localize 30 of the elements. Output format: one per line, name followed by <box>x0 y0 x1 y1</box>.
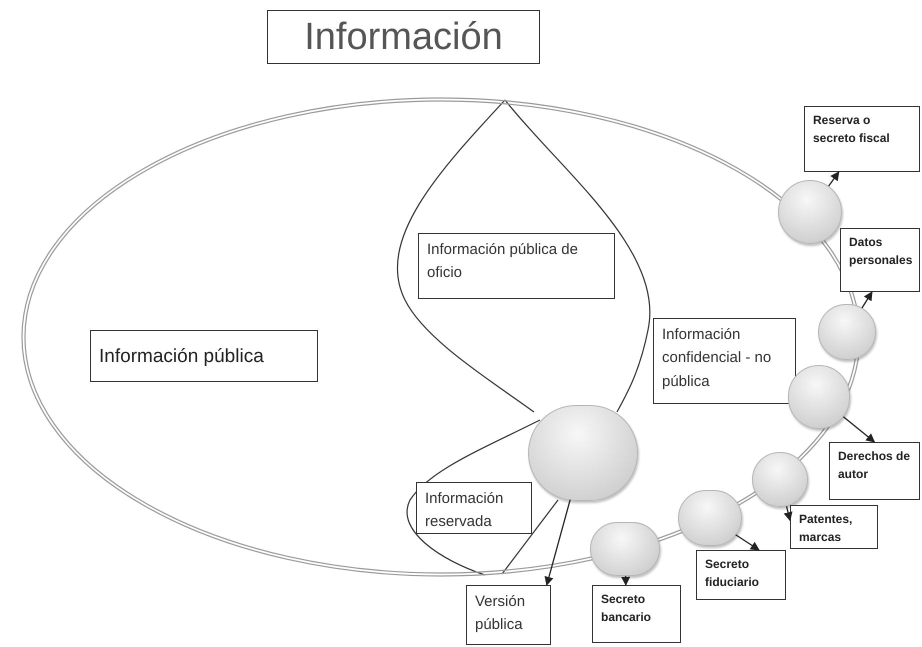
text-box <box>592 585 681 643</box>
text-box <box>804 106 920 172</box>
box-label: Patentes, marcas <box>798 511 854 546</box>
text-box <box>840 228 920 292</box>
title: Información <box>267 10 540 64</box>
box-label: Versión pública <box>474 592 526 636</box>
box-label: Información confidencial - no pública <box>661 325 772 392</box>
box-label: Información pública de oficio <box>426 240 579 284</box>
arrow <box>842 416 876 443</box>
box-label: Datos personales <box>848 234 914 269</box>
text-box <box>418 233 615 299</box>
text-box <box>90 330 318 382</box>
text-box <box>416 482 532 534</box>
text-box <box>653 318 796 404</box>
arrow <box>828 171 840 186</box>
text-box <box>829 442 920 500</box>
box-label: Secreto fiduciario <box>704 556 760 591</box>
box-label: Información reservada <box>424 489 504 532</box>
box-label: Reserva o secreto fiscal <box>812 112 891 147</box>
text-box <box>696 550 786 600</box>
arrow <box>621 576 630 586</box>
box-label: Información pública <box>98 345 265 369</box>
arrow <box>861 291 873 308</box>
box-label: Secreto bancario <box>600 591 652 626</box>
text-box <box>790 505 878 549</box>
arrow <box>784 506 792 522</box>
arrow <box>735 534 760 551</box>
text-box <box>466 585 551 645</box>
box-label: Derechos de autor <box>837 448 912 483</box>
arrow <box>544 500 571 586</box>
